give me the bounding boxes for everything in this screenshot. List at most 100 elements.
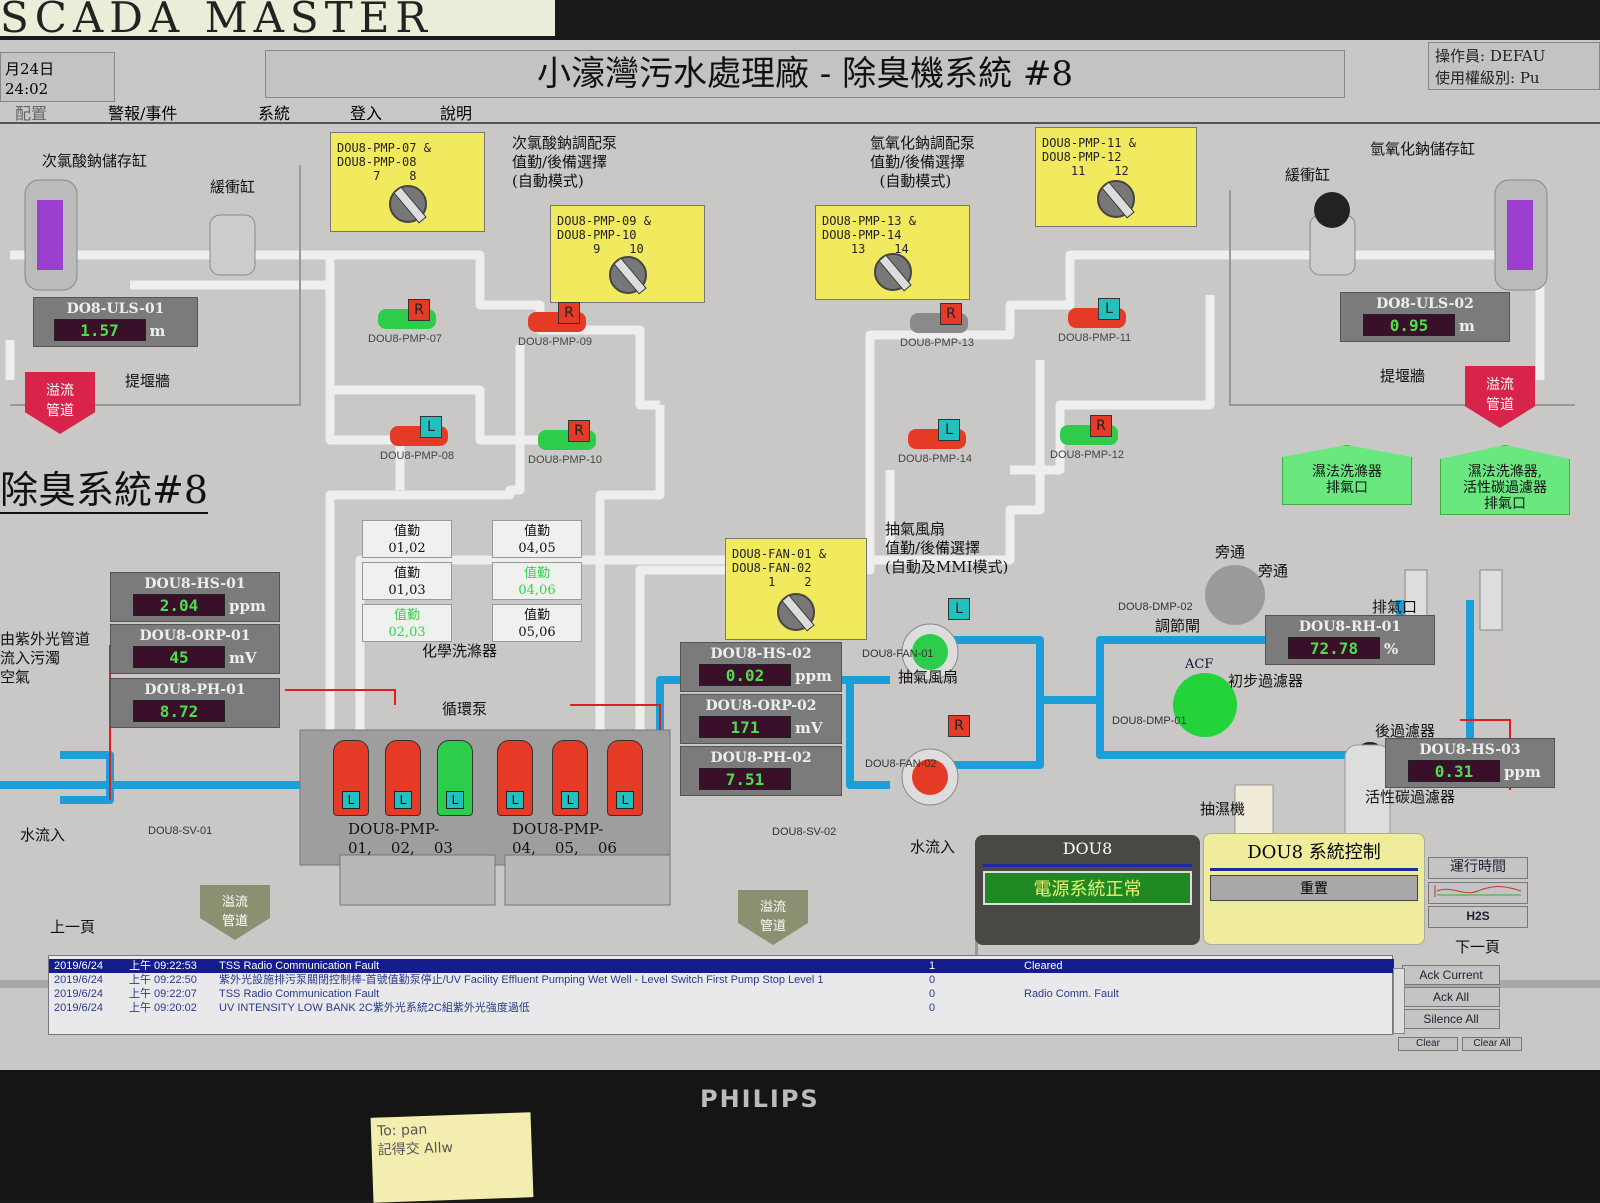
selector-knob-icon[interactable] [1097, 180, 1135, 218]
duty-selection-2[interactable]: 值勤 04,05 [492, 520, 582, 558]
pump-mode-badge: R [408, 299, 430, 321]
gauge-unit: ppm [795, 667, 832, 685]
menu-help[interactable]: 說明 [440, 104, 473, 123]
overflow-olive-1-button[interactable]: 溢流 管道 [200, 885, 270, 940]
gauge-tag: DOU8-ORP-02 [705, 698, 817, 714]
pump-tag: DOU8-PMP-07 [368, 333, 442, 345]
gauge-value: 7.51 [699, 768, 791, 790]
alarm-state: Cleared [1024, 960, 1063, 972]
reset-button[interactable]: 重置 [1210, 875, 1418, 901]
pump-mode-badge: R [940, 303, 962, 325]
level-label: 使用權級別: [1435, 69, 1516, 87]
acf-circle [1173, 673, 1237, 737]
power-status-indicator: 電源系統正常 [983, 871, 1192, 905]
circulation-pump-04[interactable]: L [497, 740, 533, 816]
wet-scrubber-exhaust-button[interactable]: 濕法洗滌器 排氣口 [1282, 445, 1412, 505]
selector-knob-icon[interactable] [388, 185, 427, 223]
circulation-pump-05[interactable]: L [552, 740, 588, 816]
overflow-olive-2-button[interactable]: 溢流 管道 [738, 890, 808, 945]
gauge-value: 0.02 [699, 664, 791, 686]
duty-pumps: 01,03 [388, 583, 426, 598]
duty-selection-1[interactable]: 值勤 01,02 [362, 520, 452, 558]
label-water-in-right: 水流入 [910, 838, 956, 856]
trend-button[interactable] [1428, 882, 1528, 904]
selector-switch-3[interactable]: DOU8-PMP-13 & DOU8-PMP-14 13 14 [815, 205, 970, 300]
selector-switch-2[interactable]: DOU8-PMP-09 & DOU8-PMP-10 9 10 [550, 205, 705, 303]
gauge-value: 1.57 [53, 319, 146, 341]
selector-switch-5[interactable]: DOU8-FAN-01 & DOU8-FAN-02 1 2 [725, 538, 867, 640]
pump-dou8-pmp-07[interactable]: R DOU8-PMP-07 [368, 299, 456, 345]
menu-config[interactable]: 配置 [15, 104, 48, 123]
duty-pumps: 04,05 [518, 541, 556, 556]
clear-all-button[interactable]: Clear All [1462, 1037, 1522, 1051]
fan-mode-badge-2[interactable]: R [948, 715, 970, 741]
alarm-date: 2019/6/24 [54, 974, 103, 986]
ack-all-button[interactable]: Ack All [1402, 987, 1500, 1007]
selector-knob-icon[interactable] [608, 256, 647, 294]
acf-exhaust-button[interactable]: 濕法洗滌器, 活性碳過濾器 排氣口 [1440, 445, 1570, 515]
pump-mode-badge: L [420, 416, 442, 438]
selector-knob-icon[interactable] [777, 593, 815, 631]
selector-switch-4[interactable]: DOU8-PMP-11 & DOU8-PMP-12 11 12 [1035, 127, 1197, 227]
duty-pumps: 01,02 [388, 541, 426, 556]
h2s-trend-button[interactable]: H2S [1428, 906, 1528, 928]
circulation-pump-01[interactable]: L [333, 740, 369, 816]
selector-knob-icon[interactable] [873, 253, 912, 291]
gauge-tag: DOU8-PH-01 [144, 682, 246, 698]
selector-switch-1[interactable]: DOU8-PMP-07 & DOU8-PMP-08 7 8 [330, 132, 485, 232]
silence-all-button[interactable]: Silence All [1402, 1009, 1500, 1029]
circulation-pump-06[interactable]: L [607, 740, 643, 816]
runtime-button[interactable]: 運行時間 [1428, 857, 1528, 879]
label-next-page[interactable]: 下一頁 [1455, 938, 1501, 956]
label-scrubber: 化學洗滌器 [422, 642, 498, 660]
overflow-red-left-button[interactable]: 溢流 管道 [25, 372, 95, 434]
clear-button[interactable]: Clear [1398, 1037, 1458, 1051]
overflow-red-right-button[interactable]: 溢流 管道 [1465, 366, 1535, 428]
menu-alarms-events[interactable]: 警報/事件 [108, 104, 178, 123]
label-naoh-pump-sel: 氫氧化鈉調配泵 值勤/後備選擇 (自動模式) [870, 134, 976, 190]
gauge-value: 2.04 [133, 594, 225, 616]
duty-title: 值勤 [523, 524, 550, 539]
pump-mode-badge: R [1090, 415, 1112, 437]
alarm-time: 上午 09:22:50 [129, 974, 197, 986]
label-prev-page[interactable]: 上一頁 [50, 918, 96, 936]
gauge-tag: DOU8-ORP-01 [139, 628, 251, 644]
label-buffer-left: 緩衝缸 [210, 178, 256, 196]
menu-system[interactable]: 系統 [258, 104, 291, 123]
label-postfilter: 後過濾器 [1375, 722, 1436, 740]
ack-current-button[interactable]: Ack Current [1402, 965, 1500, 985]
duty-pumps: 05,06 [518, 625, 556, 640]
duty-title: 值勤 [393, 524, 420, 539]
selector-label: DOU8-PMP-07 & DOU8-PMP-08 7 8 [337, 141, 431, 183]
alarm-scrollbar[interactable] [1393, 968, 1405, 1034]
circulation-pump-02[interactable]: L [385, 740, 421, 816]
gauge-value: 45 [133, 646, 225, 668]
alarm-desc: UV INTENSITY LOW BANK 2C紫外光系統2C組紫外光強度過低 [219, 1002, 530, 1014]
circulation-pump-03[interactable]: L [437, 740, 473, 816]
fan-mode-badge-1[interactable]: L [948, 598, 970, 624]
label-fan01: DOU8-FAN-01 [862, 648, 934, 660]
menu-login[interactable]: 登入 [350, 104, 383, 123]
duty-title: 值勤 [393, 608, 420, 623]
